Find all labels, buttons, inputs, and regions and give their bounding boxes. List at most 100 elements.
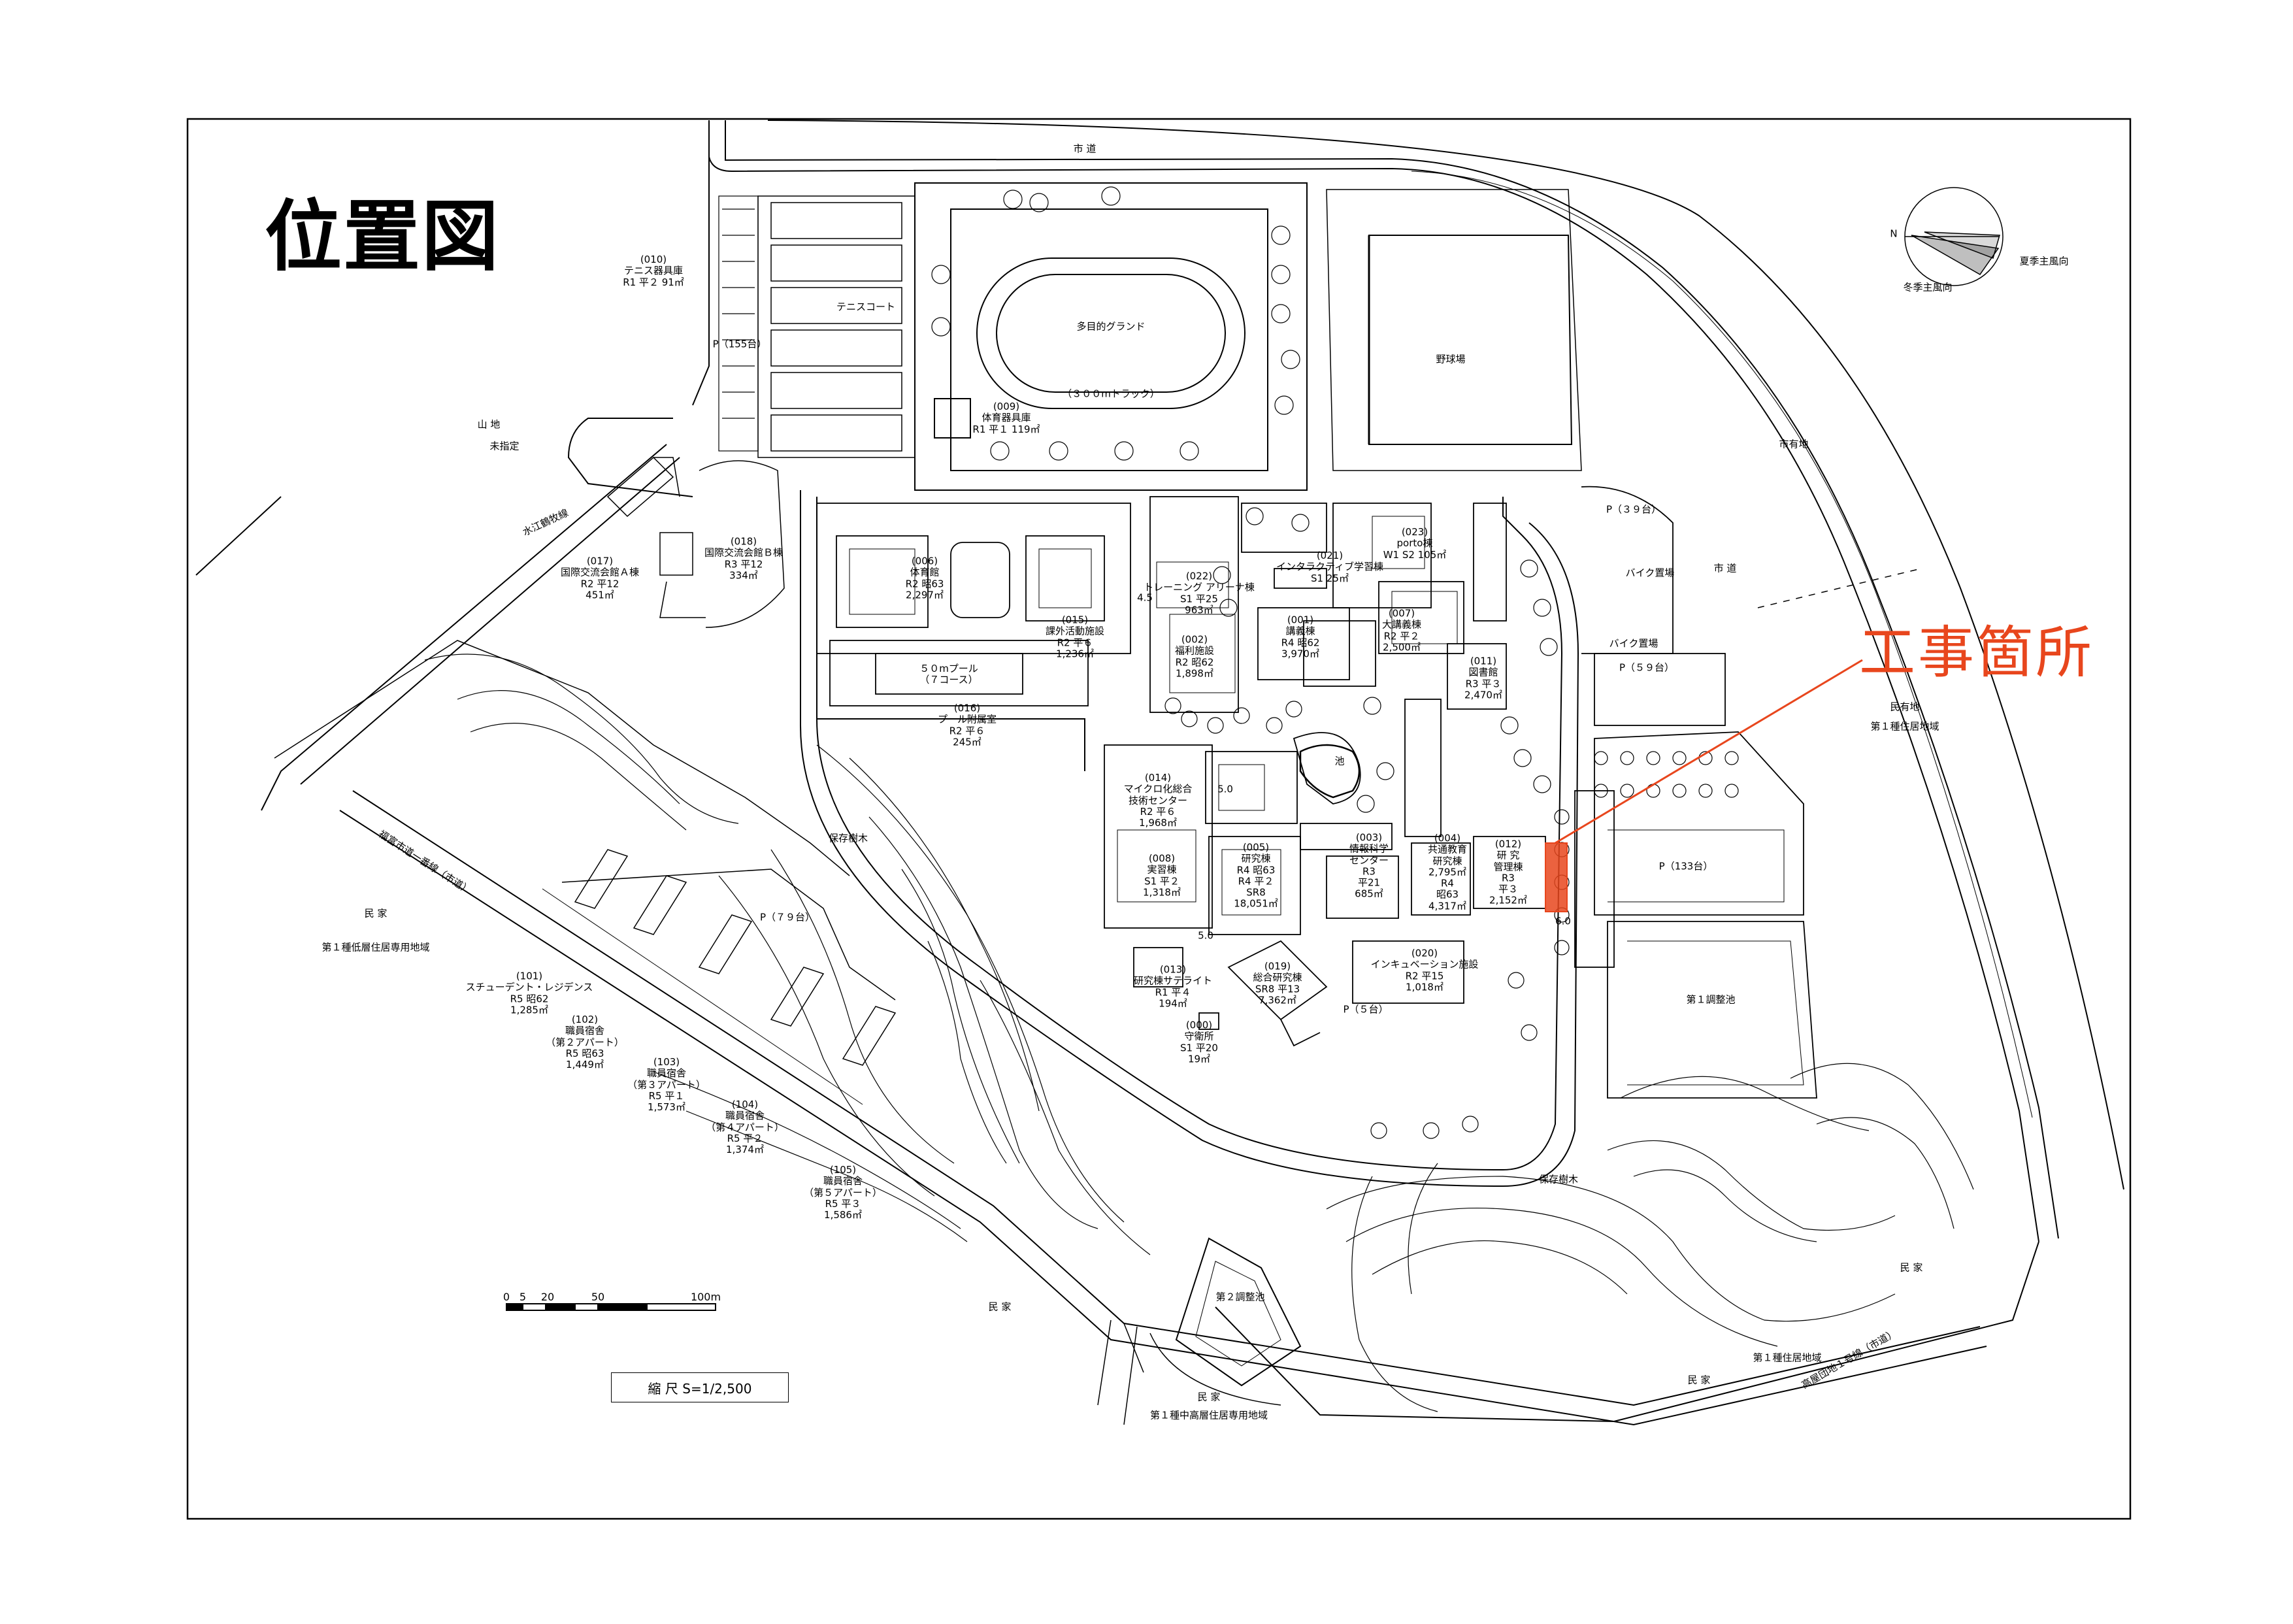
- bldg-010: (010) テニス器具庫 R1 平２ 91㎡: [623, 254, 684, 288]
- zone-city-land: 市有地: [1779, 438, 1809, 450]
- east-dashed: [1757, 568, 1922, 608]
- bldg-104: (104) 職員宿舎 （第４アパート） R5 平２ 1,374㎡: [706, 1098, 784, 1155]
- zone-house-southeast-type: 第１種住居地域: [1753, 1351, 1822, 1364]
- bldg-020: (020) インキュベーション施設 R2 平15 1,018㎡: [1370, 947, 1479, 993]
- dim-3: 5.0: [1198, 929, 1213, 942]
- south-boundary: [1215, 1241, 2039, 1423]
- zone-private-land: 民有地: [1890, 701, 1920, 713]
- zone-private-land-type: 第１種住居地域: [1870, 720, 1939, 733]
- bldg-105: (105) 職員宿舎 （第５アパート） R5 平３ 1,586㎡: [804, 1163, 882, 1221]
- bldg-006: (006) 体育館 R2 昭63 2,297㎡: [905, 555, 944, 601]
- label-ground: 多目的グランド: [1076, 320, 1146, 333]
- scale-ticks: 0 5 20 50 100m: [497, 1291, 721, 1336]
- parking-5-label: P（５台）: [1343, 1003, 1389, 1016]
- bldg-015: (015) 課外活動施設 R2 平６ 1,236㎡: [1045, 614, 1105, 660]
- wind-summer: 夏季主風向: [2019, 255, 2069, 267]
- bike-parking-1-label: バイク置場: [1625, 567, 1675, 579]
- bldg-016: (016) プール附属室 R2 平６ 245㎡: [937, 702, 997, 748]
- preserved-trees-2: 保存樹木: [1538, 1173, 1579, 1185]
- scale-tick-100: 100m: [690, 1291, 721, 1303]
- bldg-013: (013) 研究棟サテライト R1 平４ 194㎡: [1133, 963, 1213, 1010]
- bldg-018: (018) 国際交流会館Ｂ棟 R3 平12 334㎡: [704, 535, 784, 582]
- zone-house-south-central-type: 第１種中高層住居専用地域: [1149, 1409, 1268, 1421]
- bldg-001: (001) 講義棟 R4 昭62 3,970㎡: [1281, 614, 1320, 660]
- sports-ground: [914, 182, 1308, 491]
- bldg-009: (009) 体育器具庫 R1 平１ 119㎡: [972, 401, 1040, 435]
- bldg-017: (017) 国際交流会館Ａ棟 R2 平12 451㎡: [560, 555, 640, 601]
- construction-leader-line: [1555, 659, 1863, 844]
- preserved-trees-1: 保存樹木: [828, 832, 868, 844]
- zone-house-south: 民 家: [988, 1301, 1012, 1313]
- west-road: [195, 444, 667, 811]
- southwest-road: [339, 810, 1987, 1426]
- zone-house-south-central: 民 家: [1197, 1391, 1221, 1403]
- zone-house-west-type: 第１種低層住居専用地域: [322, 941, 430, 953]
- bldg-003: (003) 情報科学 センター R3 平21 685㎡: [1349, 831, 1389, 900]
- zone-house-southeast: 民 家: [1687, 1374, 1711, 1386]
- bike-parking-2-label: バイク置場: [1609, 637, 1658, 650]
- bldg-021: (021) インタラクティブ学習棟 S1 25㎡: [1276, 550, 1384, 584]
- bldg-002: (002) 福利施設 R2 昭62 1,898㎡: [1174, 633, 1215, 680]
- adjust-pond-2: [1175, 1237, 1302, 1387]
- scale-tick-50: 50: [591, 1291, 605, 1303]
- bldg-008: (008) 実習棟 S1 平２ 1,318㎡: [1143, 852, 1181, 899]
- bldg-000: (000) 守衛所 S1 平20 19㎡: [1180, 1019, 1218, 1065]
- label-tennis-court: テニスコート: [836, 301, 896, 313]
- map-title: 位置図: [265, 191, 501, 282]
- dim-1: 4.5: [1137, 591, 1153, 604]
- bldg-022: (022) トレーニング アリーナ棟 S1 平25 963㎡: [1144, 570, 1255, 616]
- road-east: 市 道: [1713, 562, 1737, 574]
- baseball-field: [1326, 189, 1582, 471]
- bldg-014: (014) マイクロ化総合 技術センター R2 平６ 1,968㎡: [1123, 771, 1193, 829]
- scale-text: 縮 尺 S=1/2,500: [611, 1372, 789, 1402]
- construction-site-label: 工事箇所: [1859, 620, 2094, 686]
- road-north: 市 道: [1073, 142, 1097, 155]
- central-buildings: [1104, 496, 1546, 1047]
- label-pool: ５０mプール （７コース）: [919, 662, 978, 686]
- dim-2: 5.0: [1217, 783, 1233, 795]
- campus-ring: [800, 490, 1579, 1187]
- wind-winter: 冬季主風向: [1903, 281, 1953, 293]
- hill-boundary: [274, 640, 850, 876]
- east-parking: [1574, 486, 1817, 1099]
- scale-tick-20: 20: [540, 1291, 555, 1303]
- label-track: （３００mトラック）: [1062, 388, 1160, 400]
- label-adjust-pond-1: 第１調整池: [1686, 993, 1736, 1006]
- parking-59-label: P（５９台）: [1619, 661, 1675, 674]
- parking-133-label: P（133台）: [1658, 860, 1713, 872]
- bldg-011: (011) 図書館 R3 平３ 2,470㎡: [1464, 655, 1502, 701]
- scale-tick-0: 0: [503, 1291, 510, 1303]
- scale-tick-5: 5: [519, 1291, 527, 1303]
- pond: [1299, 744, 1361, 799]
- south-road-branch: [1097, 1319, 1138, 1425]
- east-trees: [1554, 751, 1739, 955]
- contours: [424, 654, 1974, 1412]
- label-baseball: 野球場: [1436, 353, 1466, 365]
- parking-39-label: P（３９台）: [1606, 503, 1662, 516]
- label-pond: 池: [1334, 755, 1345, 767]
- bldg-023: (023) porto棟 W1 S2 105㎡: [1383, 526, 1447, 561]
- construction-site-marker: [1545, 842, 1568, 912]
- bldg-007: (007) 大講義棟 R2 平２ 2,500㎡: [1381, 607, 1422, 654]
- ground-trees: [931, 186, 1300, 461]
- north-road-edge: [708, 120, 2039, 1242]
- east-road-outer: [767, 120, 2124, 1190]
- zone-undesignated: 未指定: [489, 440, 520, 452]
- west-road-2: [300, 457, 680, 785]
- bldg-012: (012) 研 究 管理棟 R3 平３ 2,152㎡: [1489, 838, 1527, 906]
- bldg-005: (005) 研究棟 R4 昭63 R4 平２ SR8 18,051㎡: [1234, 841, 1278, 910]
- sheet-frame: [186, 118, 2132, 1520]
- tennis-courts: [757, 195, 916, 458]
- bldg-103: (103) 職員宿舎 （第３アパート） R5 平１ 1,573㎡: [627, 1055, 706, 1113]
- east-road-line: [1411, 171, 2033, 1118]
- parking-79-label: P（７９台）: [759, 911, 816, 923]
- wind-rose: [1904, 187, 2004, 286]
- bldg-101: (101) スチューデント・レジデンス R5 昭62 1,285㎡: [465, 970, 593, 1016]
- site-west-boundary: [567, 157, 710, 497]
- parking-155: [718, 195, 759, 452]
- dormitories: [542, 849, 897, 1105]
- zone-house-east: 民 家: [1900, 1261, 1923, 1274]
- zone-house-west: 民 家: [364, 907, 388, 920]
